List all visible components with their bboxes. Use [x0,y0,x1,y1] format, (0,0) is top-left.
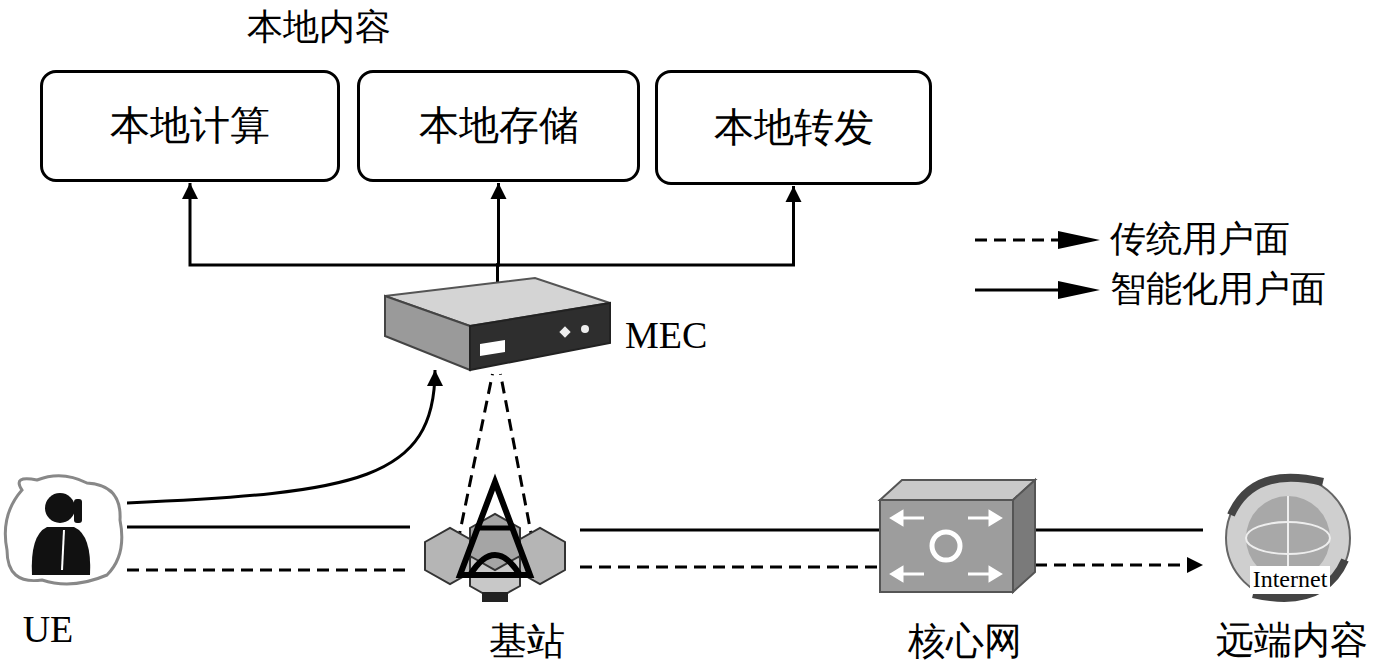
device-label: 核心网 [908,620,1022,664]
smart-user-plane [127,526,410,529]
device-label: 基站 [489,620,565,664]
bs-icon [410,480,580,605]
device-label: 远端内容 [1216,619,1368,663]
legend-text: 传统用户面 [1110,219,1290,260]
legend-text: 智能化用户面 [1110,269,1326,310]
smart-user-plane [127,370,435,503]
device-label: MEC [625,314,707,358]
traditional-user-plane [580,566,880,569]
process-box: 本地转发 [655,70,932,185]
ue-icon [2,475,127,587]
box-label: 本地计算 [110,103,270,149]
device-node: MEC [385,278,730,373]
bs-drawing [410,480,580,605]
smart-user-plane [190,183,498,284]
legend-arrowhead [1058,231,1100,249]
smart-user-plane [1035,529,1203,532]
legend-arrowhead [1058,281,1100,299]
device-label: Internet [1250,566,1331,594]
group-heading: 本地内容 [247,7,391,48]
mec-icon [385,278,610,370]
smart-user-plane [498,186,794,284]
traditional-user-plane [127,569,410,572]
smart-user-plane [580,529,880,532]
box-label: 本地转发 [714,105,874,151]
box-label: 本地存储 [419,103,579,149]
process-box: 本地计算 [40,70,340,182]
mec-drawing [385,278,610,370]
ue-drawing [2,475,127,587]
device-label: UE [23,608,74,652]
device-node: 核心网 [875,475,1040,667]
cn-drawing [880,480,1035,595]
device-node: 基站 [405,475,585,667]
cn-icon [880,480,1035,595]
legend-solid-sample [975,289,1060,292]
device-node: Internet 远端内容 [1195,468,1395,668]
process-box: 本地存储 [357,70,640,182]
device-node: UE [0,470,130,655]
traditional-user-plane [1035,564,1203,567]
legend-dashed-sample [975,239,1060,242]
